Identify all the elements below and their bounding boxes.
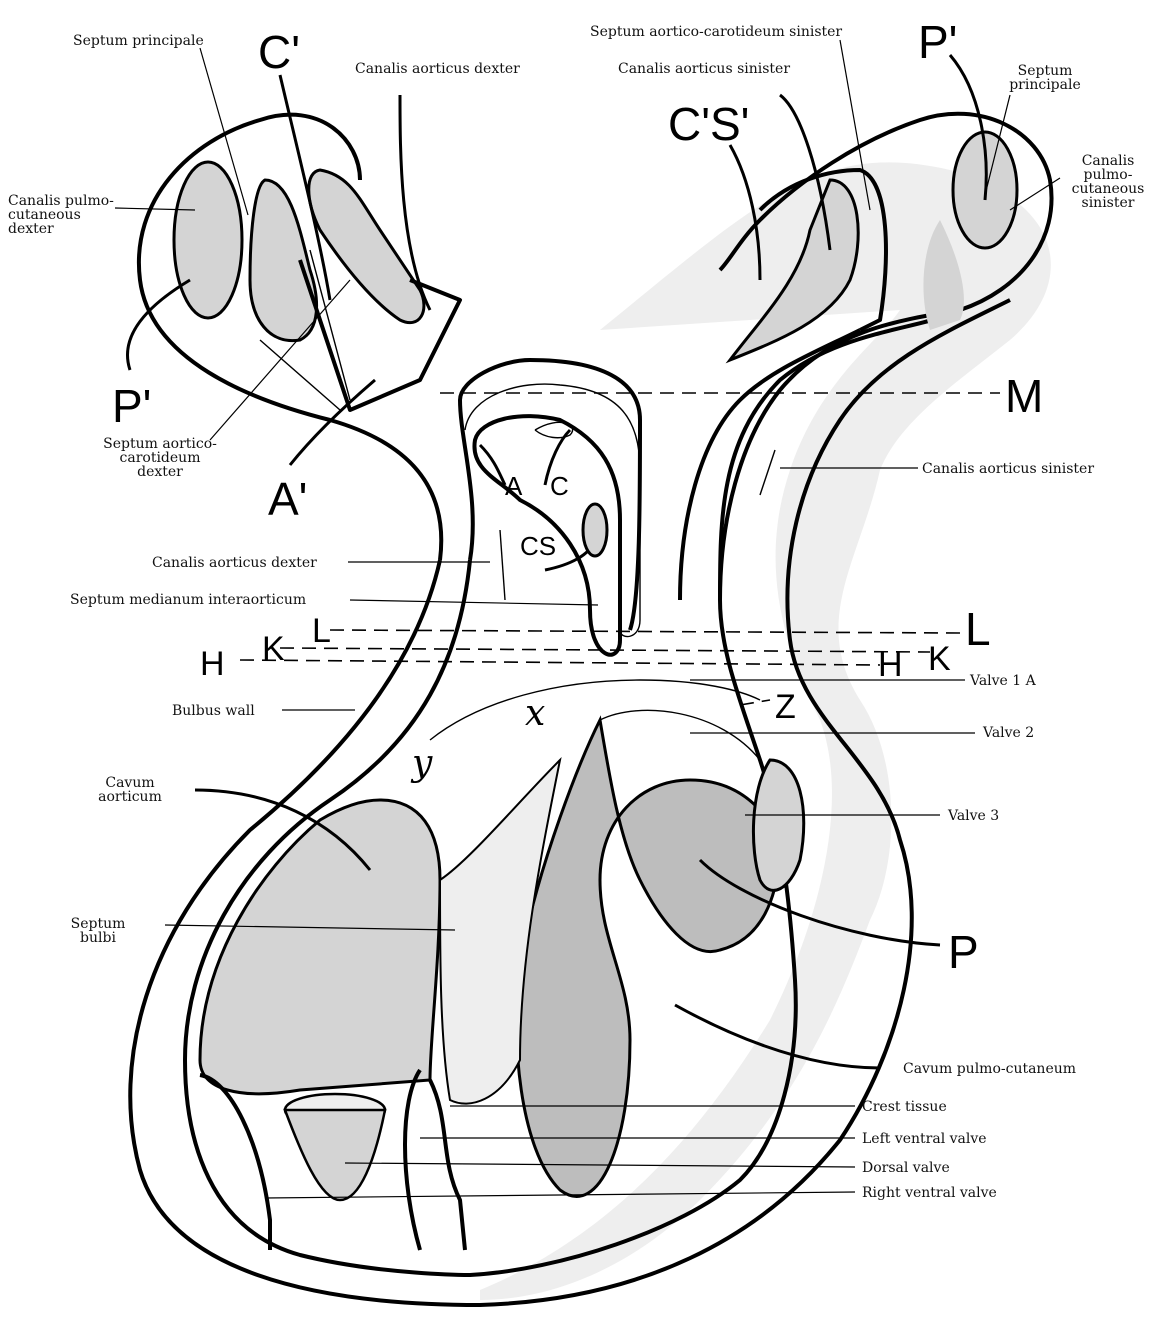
marker-h-left: H [200, 645, 225, 683]
marker-k-right: K [928, 640, 951, 678]
label-right-ventral-valve: Right ventral valve [862, 1185, 997, 1201]
label-valve-2: Valve 2 [982, 725, 1034, 741]
label-canalis-aorticus-sinister-top: Canalis aorticus sinister [618, 61, 790, 77]
label-line: principale [1009, 77, 1081, 93]
label-septum-aortico-carotideum-sinister: Septum aortico-carotideum sinister [590, 24, 842, 40]
arrow-canalis-dexter-mid [500, 530, 505, 600]
marker-a: A [505, 471, 523, 501]
marker-z: Z [775, 688, 796, 726]
marker-p-prime-right: P' [918, 16, 957, 68]
canalis-aorticus-dexter-opening [309, 170, 424, 323]
marker-l-left: L [312, 612, 331, 650]
plane-h [240, 660, 880, 665]
marker-c-prime: C' [258, 26, 300, 78]
label-cavum-pulmo-cutaneum: Cavum pulmo-cutaneum [903, 1061, 1076, 1077]
label-valve-3: Valve 3 [947, 808, 999, 824]
marker-h-right: H [878, 646, 903, 684]
marker-k-left: K [262, 630, 285, 668]
label-canalis-aorticus-dexter-mid: Canalis aorticus dexter [152, 555, 317, 571]
right-ventral-valve [200, 1075, 270, 1250]
label-septum-medianum-interaorticum: Septum medianum interaorticum [70, 592, 306, 608]
label-left-ventral-valve: Left ventral valve [862, 1131, 987, 1147]
plane-l [330, 630, 960, 633]
plane-z [740, 700, 770, 705]
label-dorsal-valve: Dorsal valve [862, 1160, 950, 1176]
marker-y: y [410, 743, 433, 784]
arrow-canalis-sinister-mid [760, 450, 775, 495]
leader-septum-medianum [350, 600, 598, 605]
label-canalis-aorticus-sinister-mid: Canalis aorticus sinister [922, 461, 1094, 477]
label-valve-1a: Valve 1 A [969, 673, 1037, 689]
marker-x: x [525, 693, 545, 734]
canalis-pulmo-cutaneus-dexter-opening [174, 162, 242, 318]
label-line: aorticum [98, 789, 162, 805]
cs-opening [583, 504, 607, 556]
dorsal-valve [285, 1110, 385, 1200]
label-line: sinister [1082, 195, 1135, 211]
label-canalis-aorticus-dexter-top: Canalis aorticus dexter [355, 61, 520, 77]
label-crest-tissue: Crest tissue [862, 1099, 947, 1115]
marker-cs: CS [520, 531, 556, 561]
label-bulbus-wall: Bulbus wall [172, 703, 255, 719]
marker-p-prime-left: P' [112, 380, 151, 432]
label-line: dexter [137, 464, 183, 480]
label-line: dexter [8, 221, 54, 237]
valve-2-curve [600, 710, 760, 760]
left-septum-principale-shade [250, 180, 317, 341]
marker-p: P [948, 926, 979, 978]
marker-m: M [1005, 370, 1043, 422]
valve-3-shape [753, 760, 803, 890]
marker-l-right: L [965, 603, 991, 655]
marker-a-prime: A' [268, 473, 307, 525]
marker-cs-prime: C'S' [668, 98, 749, 150]
marker-c: C [550, 471, 569, 501]
label-septum-principale-left: Septum principale [73, 33, 204, 49]
label-line: bulbi [80, 930, 116, 946]
left-ventral-valve [405, 1070, 420, 1250]
